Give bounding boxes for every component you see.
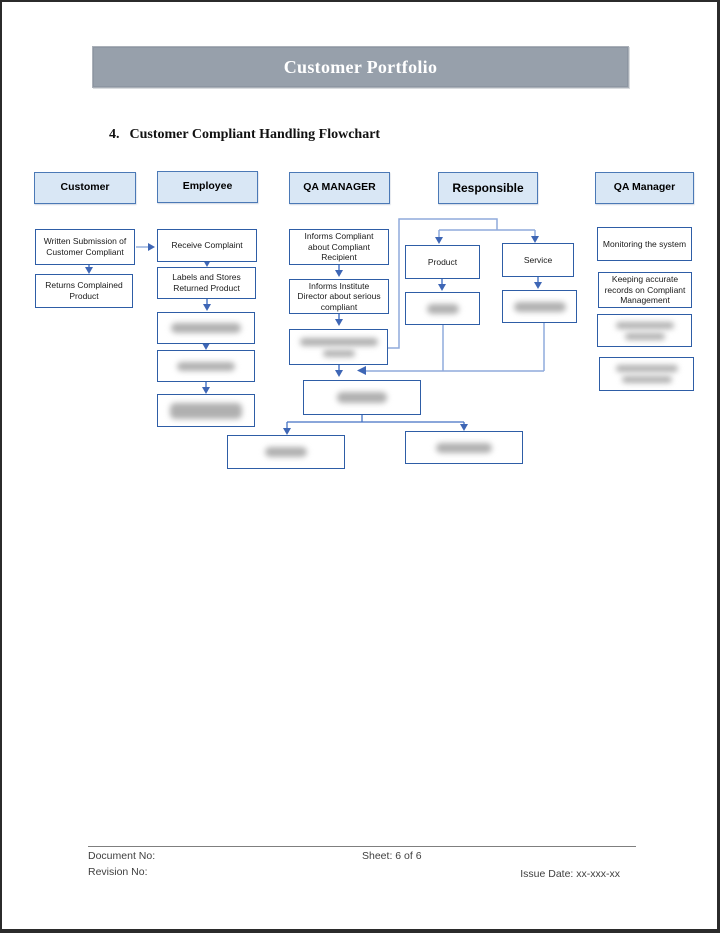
lane-header-employee: Employee — [157, 171, 258, 203]
footer-row-1: Document No: Sheet: 6 of 6 — [88, 850, 636, 866]
redacted-text-blob — [299, 337, 378, 346]
redacted-text-blob — [426, 303, 459, 314]
redacted-text-blob — [513, 301, 566, 312]
redacted-text-blob — [624, 332, 665, 340]
redacted-text-blob — [621, 376, 672, 383]
flow-box-labels-stores: Labels and Stores Returned Product — [157, 267, 256, 299]
flow-box-receive-complaint: Receive Complaint — [157, 229, 257, 262]
redacted-text-blob — [615, 365, 678, 372]
page-title: Customer Portfolio — [283, 56, 438, 77]
flow-box-monitoring: Monitoring the system — [597, 227, 692, 261]
footer-row-2: Revision No: Issue Date: xx-xxx-xx — [88, 866, 636, 882]
redacted-text-blob — [615, 321, 674, 329]
flow-box-written-submission: Written Submission of Customer Compliant — [35, 229, 135, 265]
lane-header-label: QA MANAGER — [303, 181, 376, 194]
redacted-text-blob — [265, 447, 307, 457]
flow-box-label: Informs Compliant about Compliant Recipi… — [304, 231, 374, 263]
flow-box-label: Receive Complaint — [171, 240, 243, 251]
flow-box-label: Informs Institute Director about serious… — [297, 280, 381, 312]
lane-header-label: Customer — [60, 181, 110, 194]
flow-box-returns-complained: Returns Complained Product — [35, 274, 133, 308]
lane-header-label: Responsible — [452, 180, 524, 195]
flow-box-bottom-left-redacted — [227, 435, 345, 469]
flow-box-bottom-right-redacted — [405, 431, 523, 464]
flow-box-label: Keeping accurate records on Compliant Ma… — [604, 274, 686, 306]
redacted-text-blob — [170, 402, 242, 419]
title-bar: Customer Portfolio — [92, 46, 629, 88]
flow-box-label: Returns Complained Product — [45, 280, 123, 301]
section-heading: 4. Customer Compliant Handling Flowchart — [109, 127, 380, 143]
flow-box-employee-step-4-redacted — [157, 350, 255, 382]
flow-box-keeping-records: Keeping accurate records on Compliant Ma… — [598, 272, 692, 308]
lane-header-customer: Customer — [34, 172, 136, 204]
section-title: Customer Compliant Handling Flowchart — [129, 127, 381, 142]
flow-box-product-sub-redacted — [405, 292, 480, 325]
lane-header-qa-manager-upper: QA MANAGER — [289, 172, 390, 204]
flow-box-label: Product — [427, 256, 458, 267]
flow-box-qa-step-3-redacted — [289, 329, 388, 365]
lane-header-label: QA Manager — [613, 181, 676, 194]
flow-box-informs-compliant: Informs Compliant about Compliant Recipi… — [289, 229, 389, 265]
redacted-text-blob — [171, 323, 241, 333]
flow-box-qa-right-step-3-redacted — [597, 314, 692, 347]
flow-box-qa-right-step-4-redacted — [599, 357, 694, 391]
flow-box-employee-step-5-redacted — [157, 394, 255, 427]
issue-date-label: Issue Date: xx-xxx-xx — [520, 868, 620, 880]
redacted-text-blob — [337, 392, 387, 403]
flow-box-product: Product — [405, 245, 480, 279]
sheet-label: Sheet: 6 of 6 — [362, 850, 422, 862]
flow-box-label: Labels and Stores Returned Product — [172, 272, 241, 293]
page-footer: Document No: Sheet: 6 of 6 Revision No: … — [88, 846, 636, 882]
revision-no-label: Revision No: — [88, 866, 148, 878]
flow-box-label: Monitoring the system — [602, 238, 687, 249]
lane-header-label: Employee — [182, 180, 233, 193]
flow-box-qa-middle-redacted — [303, 380, 421, 415]
section-number: 4. — [109, 127, 120, 142]
lane-header-responsible: Responsible — [438, 172, 538, 204]
lane-header-qa-manager-right: QA Manager — [595, 172, 694, 204]
flow-box-service-sub-redacted — [502, 290, 577, 323]
flow-box-employee-step-3-redacted — [157, 312, 255, 344]
redacted-text-blob — [322, 349, 355, 357]
document-no-label: Document No: — [88, 850, 156, 862]
redacted-text-blob — [436, 442, 492, 453]
redacted-text-blob — [177, 361, 235, 371]
flow-box-label: Service — [523, 254, 553, 265]
flow-box-service: Service — [502, 243, 574, 277]
flow-box-label: Written Submission of Customer Compliant — [43, 236, 127, 257]
flow-box-informs-director: Informs Institute Director about serious… — [289, 279, 389, 314]
